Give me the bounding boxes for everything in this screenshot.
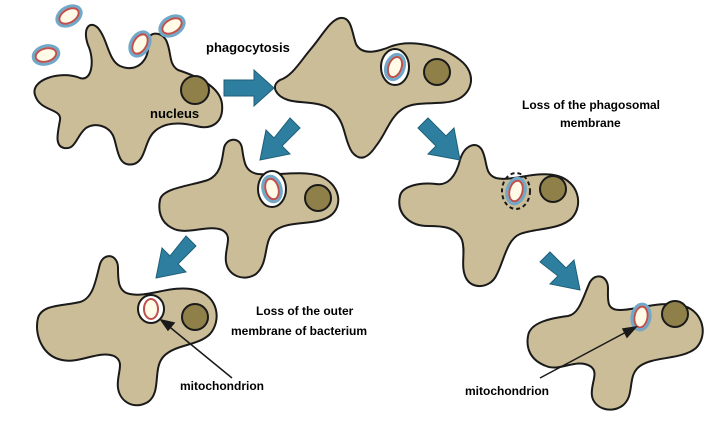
label-phagocytosis: phagocytosis bbox=[206, 40, 290, 55]
arrow-phagocytosis bbox=[223, 68, 275, 108]
arrow-to-cell-6 bbox=[539, 251, 581, 291]
bacterium-free-3 bbox=[29, 41, 63, 69]
cell-5 bbox=[36, 255, 218, 407]
pointer-head-left bbox=[159, 318, 176, 332]
cell-6 bbox=[526, 275, 704, 411]
nucleus-1 bbox=[180, 75, 210, 105]
label-loss-phagosomal-1: Loss of the phagosomal bbox=[522, 98, 660, 112]
arrow-to-cell-3 bbox=[259, 117, 301, 161]
arrow-to-cell-5 bbox=[155, 235, 197, 279]
label-mitochondrion-right: mitochondrion bbox=[465, 384, 549, 398]
label-loss-outer-1: Loss of the outer bbox=[256, 304, 354, 318]
pointer-line-left bbox=[165, 323, 233, 379]
bacterium-inner-5 bbox=[143, 298, 159, 320]
pointer-line-right bbox=[539, 329, 631, 379]
label-loss-phagosomal-2: membrane bbox=[560, 116, 621, 130]
cell-3 bbox=[158, 138, 340, 279]
label-nucleus: nucleus bbox=[150, 106, 199, 121]
nucleus-2 bbox=[423, 58, 451, 86]
broken-phagosome-4 bbox=[501, 172, 531, 210]
bacterium-free-1 bbox=[51, 0, 87, 32]
pointer-head-right bbox=[621, 325, 638, 339]
label-loss-outer-2: membrane of bacterium bbox=[231, 324, 367, 338]
arrow-to-cell-4 bbox=[417, 117, 461, 161]
cell-1 bbox=[29, 0, 224, 166]
nucleus-3 bbox=[304, 184, 332, 212]
label-mitochondrion-left: mitochondrion bbox=[180, 379, 264, 393]
nucleus-4 bbox=[539, 175, 567, 203]
nucleus-5 bbox=[181, 303, 209, 331]
nucleus-6 bbox=[661, 300, 689, 328]
cell-2 bbox=[273, 16, 472, 159]
